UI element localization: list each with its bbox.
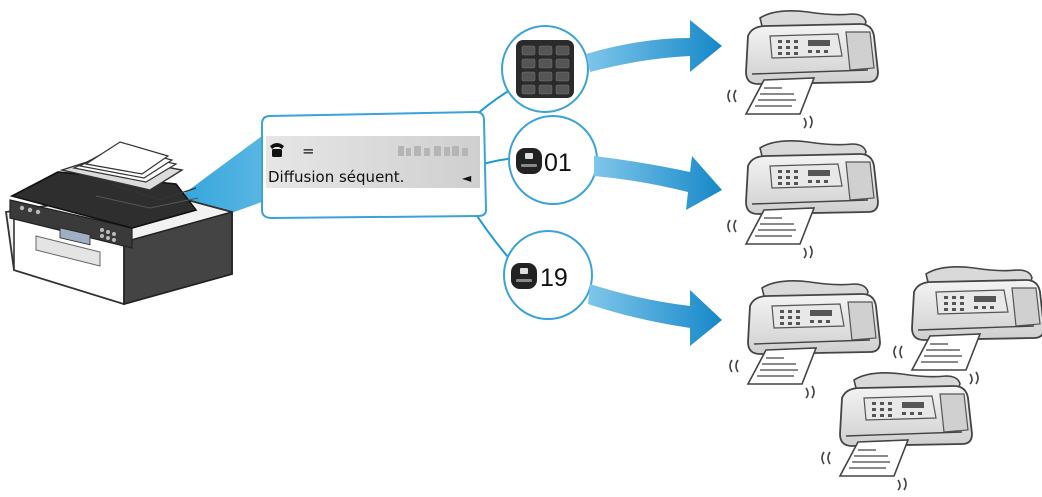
arrow-to-recipient-1 [586,20,722,72]
lcd-line1-symbol: = [302,142,315,160]
fax-machine-icon [821,371,973,491]
numeric-keypad-icon [516,40,574,98]
lcd-cursor-arrow: ◄ [462,171,472,185]
coded-dial-button-icon [516,148,542,174]
fax-machine-icon [893,265,1042,385]
lcd-line2-text: Diffusion séquent. [268,168,404,186]
arrow-to-recipient-2 [594,156,722,210]
arrow-to-recipient-3 [588,284,722,346]
coded-dial-19-label: 19 [540,264,568,292]
fax-display-panel: = Diffusion séquent. ◄ [261,110,488,220]
masked-fax-number [398,146,468,156]
numeric-keypad-badge [501,25,589,113]
multifunction-printer-icon [4,141,233,306]
coded-dial-19-badge: 19 [503,230,593,320]
fax-machine-icon [727,9,879,129]
fax-machine-icon [727,139,879,259]
telephone-icon [270,143,284,157]
lcd-screen [266,136,480,188]
coded-dial-01-label: 01 [544,149,572,177]
coded-dial-button-icon [511,263,537,289]
coded-dial-01-badge: 01 [508,115,598,205]
